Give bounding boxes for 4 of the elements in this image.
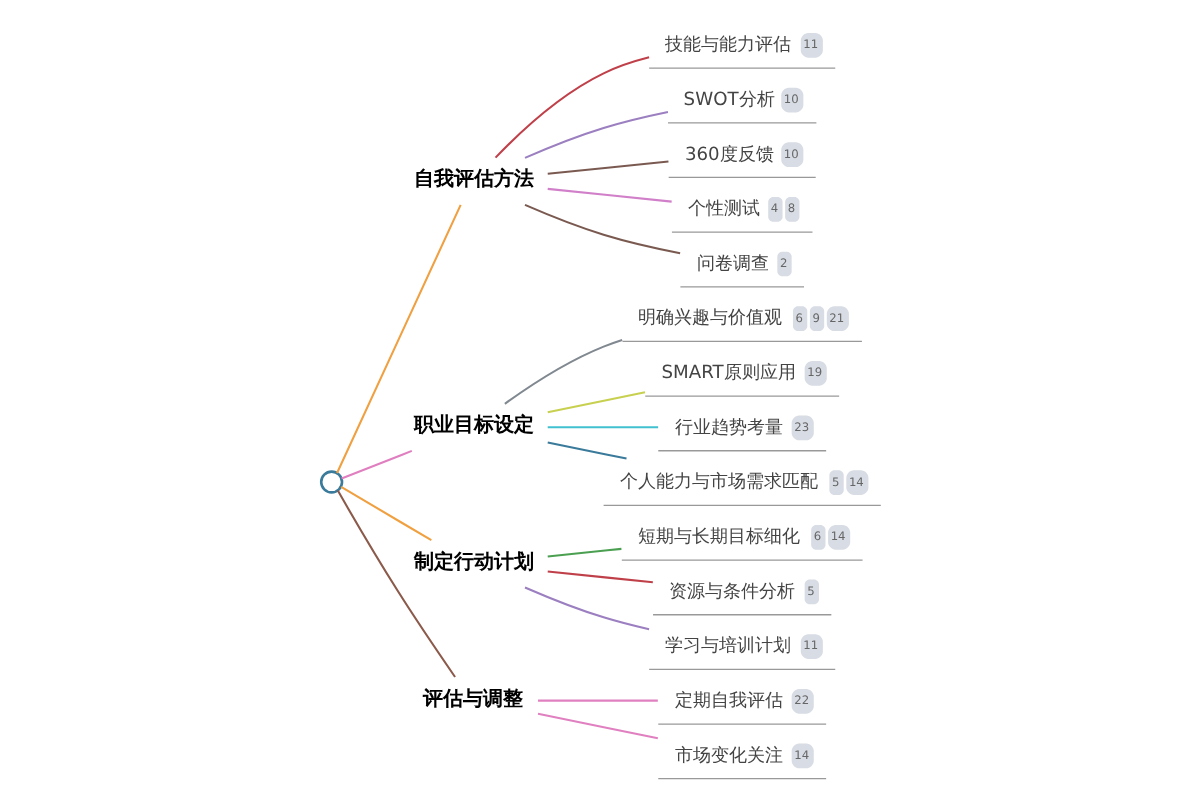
node-text: 制定行动计划 xyxy=(413,551,534,574)
node-text: 职业目标设定 xyxy=(413,415,534,438)
node-text: 自我评估方法 xyxy=(413,169,534,192)
node-text: 评估与调整 xyxy=(422,688,523,711)
